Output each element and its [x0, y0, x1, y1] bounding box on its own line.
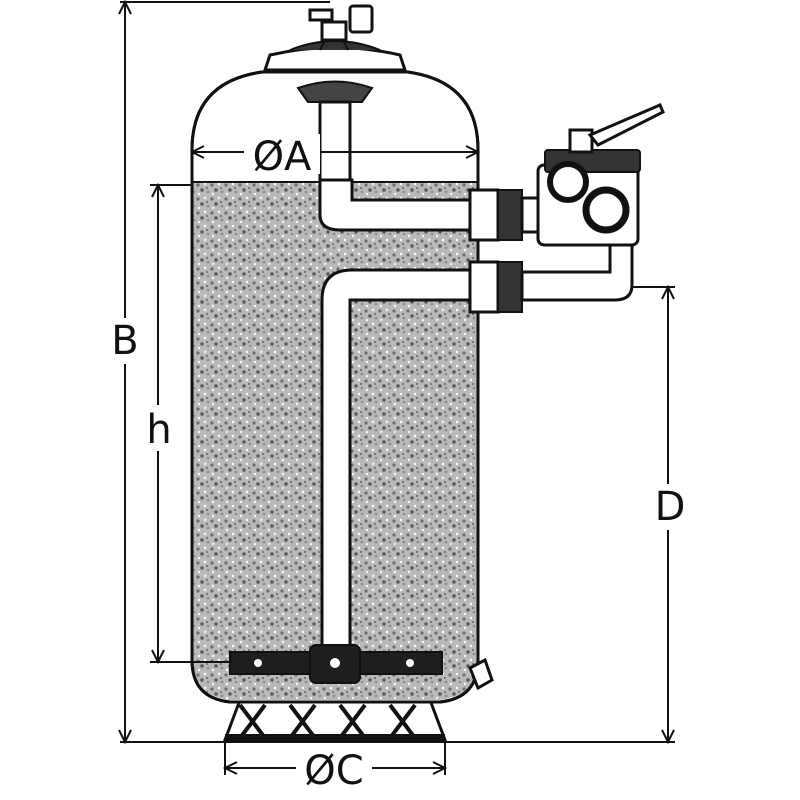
multiport-valve	[536, 103, 665, 247]
lower-union	[468, 238, 634, 314]
label-b-mask	[108, 318, 142, 364]
base-stand	[222, 698, 448, 742]
label-d-mask	[650, 484, 686, 530]
central-riser	[320, 268, 472, 650]
label-c-mask	[296, 748, 372, 788]
top-cover	[262, 4, 408, 72]
upper-union	[468, 188, 546, 242]
dimension-d-label: D	[655, 484, 686, 530]
label-a-mask	[244, 134, 320, 174]
label-h-mask	[142, 405, 176, 451]
dimension-b-label: B	[111, 318, 138, 364]
dimension-c-label: ØC	[304, 748, 363, 794]
drain-plug	[468, 657, 494, 691]
dimension-h-label: h	[146, 407, 171, 453]
dimension-a-label: ØA	[253, 134, 312, 180]
upper-pipe	[318, 178, 472, 232]
